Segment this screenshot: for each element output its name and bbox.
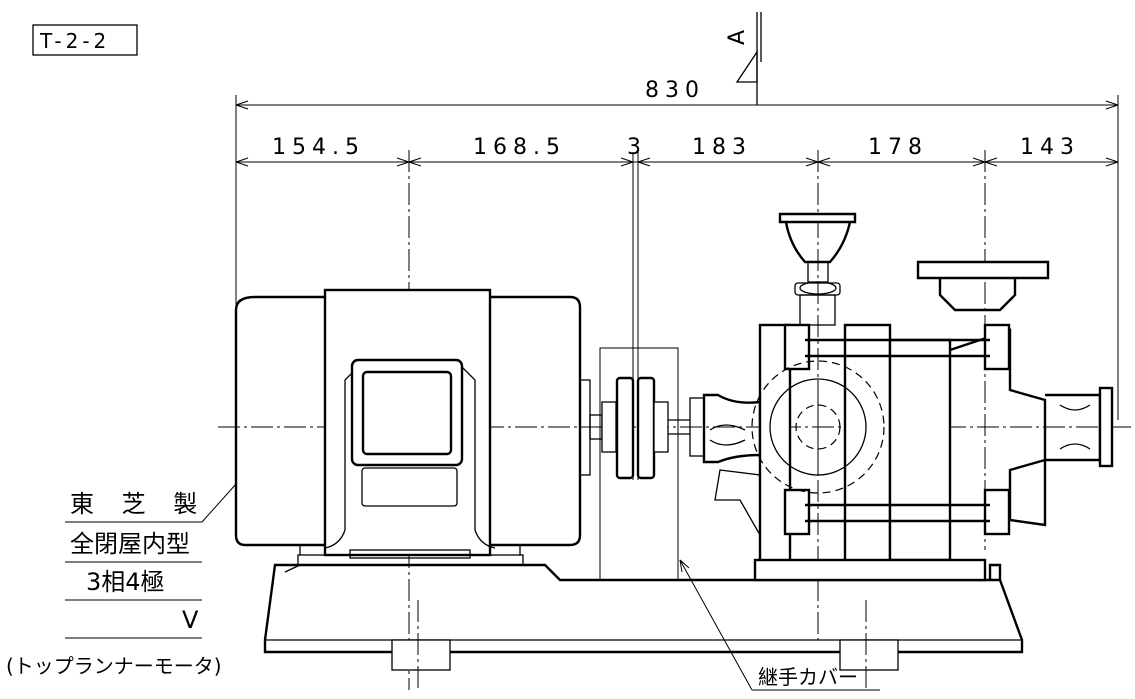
base-plate (263, 563, 1024, 690)
overall-dimension: 830 (235, 78, 1119, 480)
dim-183: 183 (692, 135, 752, 160)
motor-maker: 東 芝 製 (70, 490, 207, 518)
segment-dimensions: 154.5 168.5 3 183 178 143 (235, 135, 1119, 690)
section-label: A (725, 30, 750, 45)
dim-143: 143 (1020, 135, 1080, 160)
motor (234, 288, 603, 566)
dim-168-5: 168.5 (473, 135, 566, 160)
dim-3: 3 (627, 135, 647, 160)
coupling-cover-label: 継手カバー (758, 665, 858, 689)
overall-dim-text: 830 (645, 78, 705, 103)
drawing-id: T-2-2 (39, 29, 110, 53)
pump (689, 212, 1114, 582)
motor-model: (トップランナーモータ) (6, 654, 222, 678)
title-block: T-2-2 (32, 24, 138, 56)
section-mark: A (725, 12, 762, 105)
coupling (599, 347, 690, 581)
dim-154-5: 154.5 (272, 135, 365, 160)
motor-notes: 東 芝 製 全閉屋内型 3相4極 V (トップランナーモータ) (6, 483, 237, 678)
dim-178: 178 (868, 135, 928, 160)
motor-voltage: V (182, 606, 199, 634)
motor-enclosure: 全閉屋内型 (70, 530, 190, 558)
motor-phase-pole: 3相4極 (86, 568, 165, 596)
coupling-cover-note: 継手カバー (679, 559, 880, 691)
